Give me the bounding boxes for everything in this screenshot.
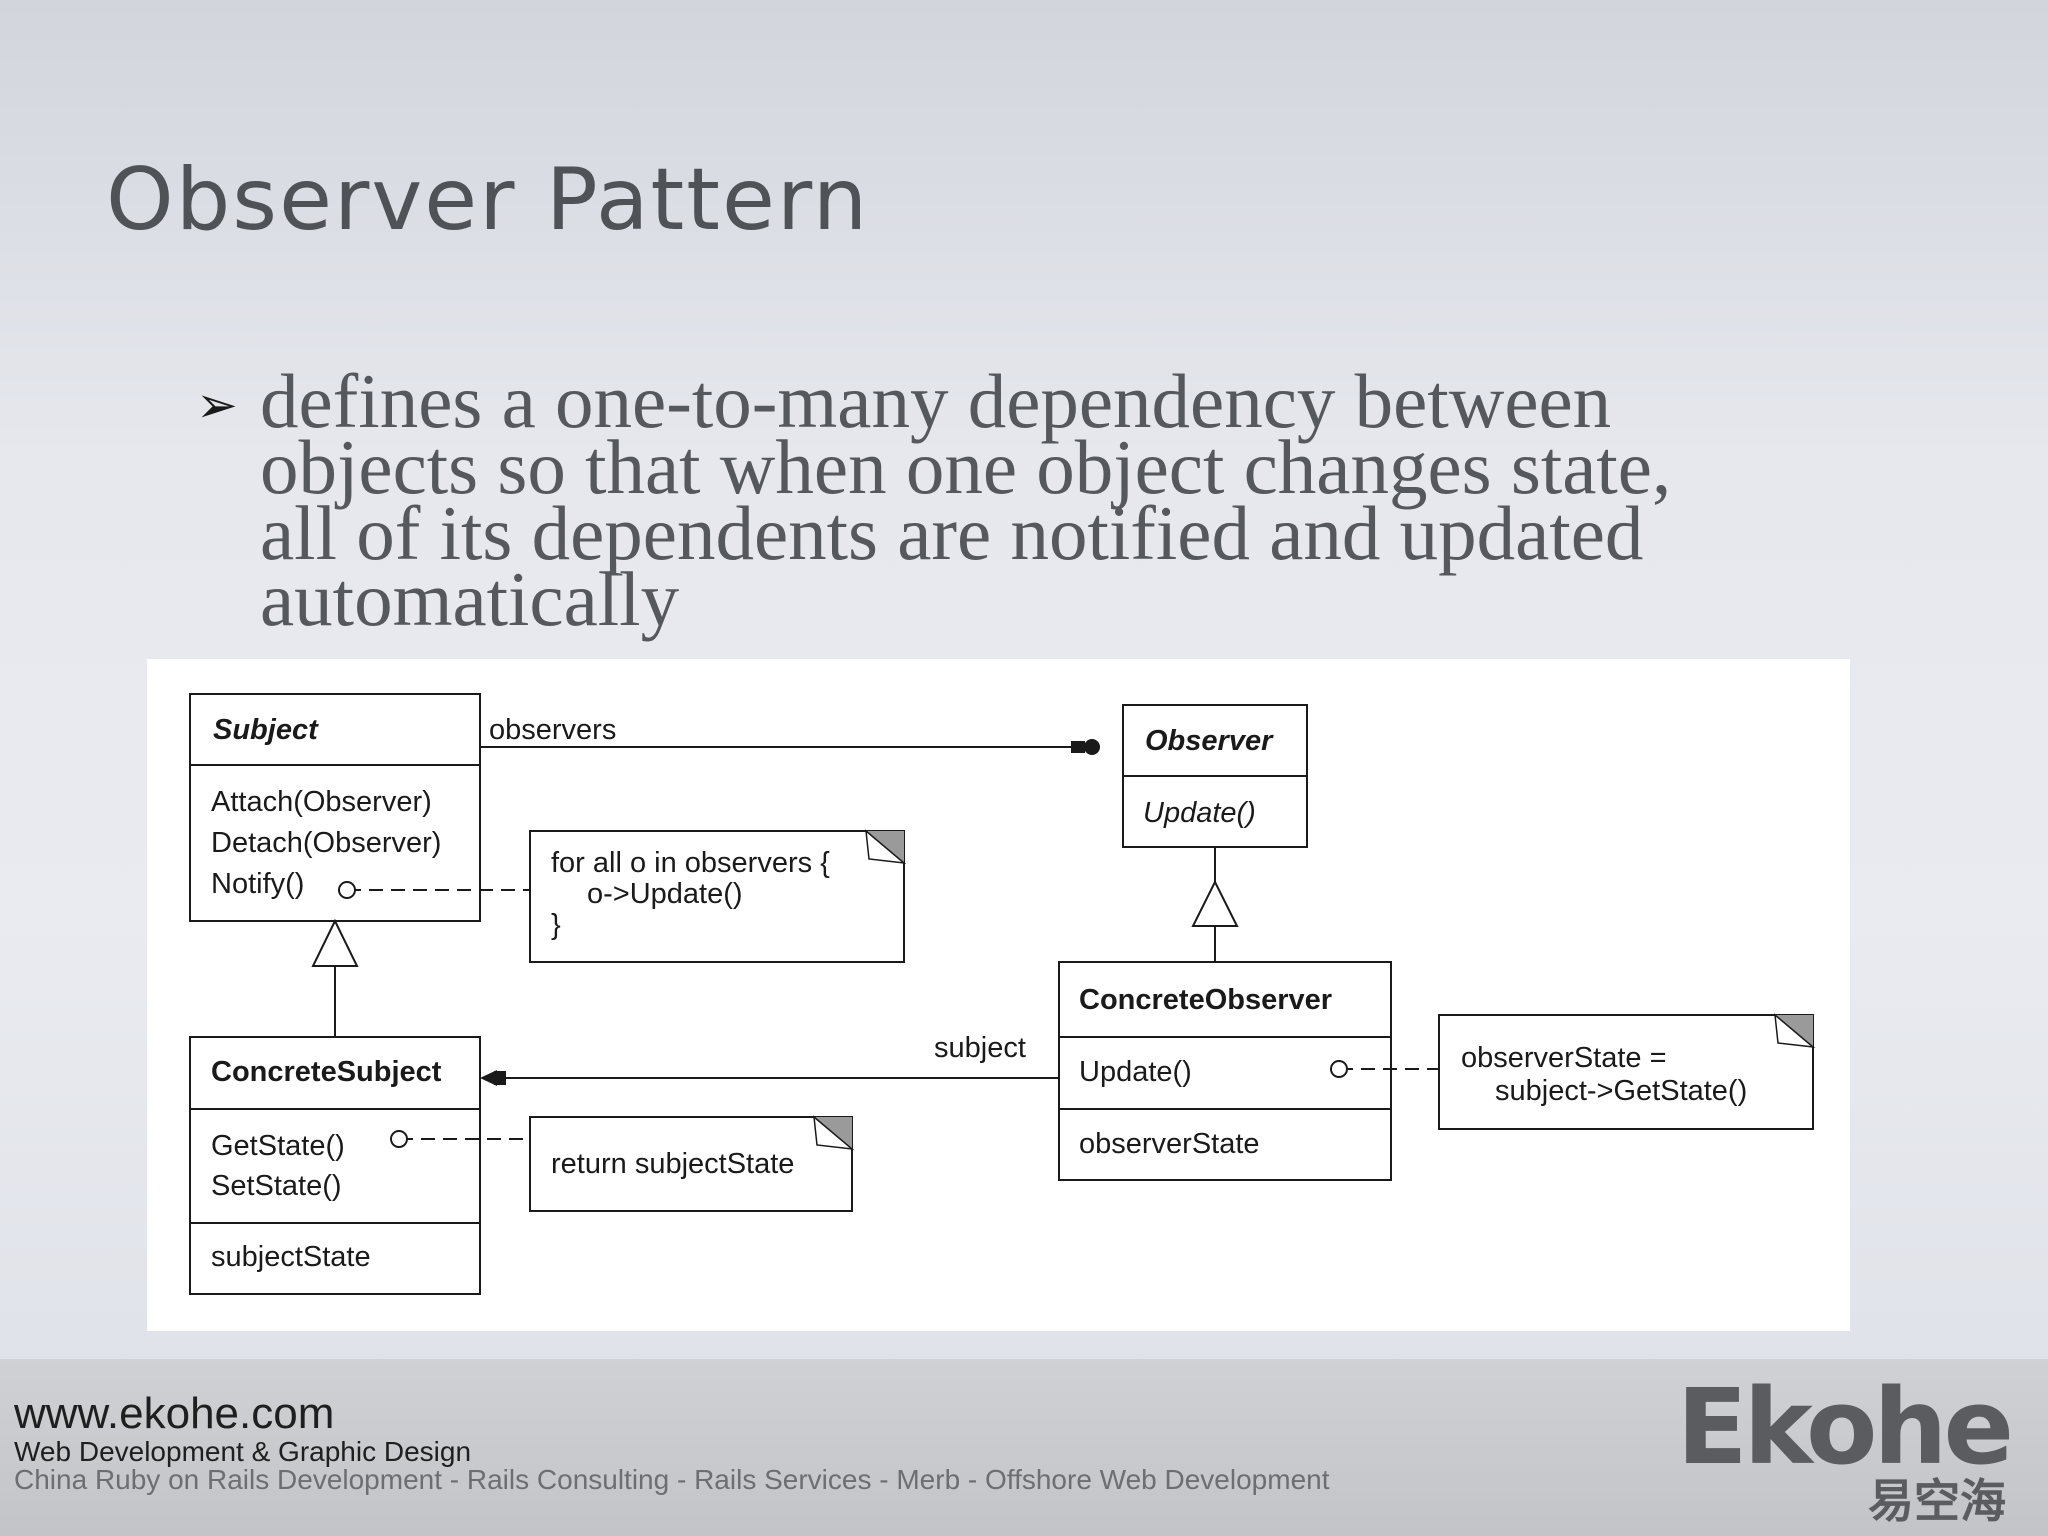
subject-op-detach: Detach(Observer) xyxy=(211,827,441,859)
concrete-subject-op-getstate: GetState() xyxy=(211,1130,345,1162)
footer-services: China Ruby on Rails Development - Rails … xyxy=(14,1464,1330,1495)
note-notify: for all o in observers { o->Update() } xyxy=(338,829,907,963)
note-notify-line1: for all o in observers { xyxy=(551,847,830,879)
concrete-subject-state: subjectState xyxy=(211,1241,371,1273)
note-notify-line3: } xyxy=(551,909,561,941)
concrete-subject-class-name: ConcreteSubject xyxy=(211,1056,442,1088)
note-getstate: return subjectState xyxy=(390,1115,855,1212)
role-subject: subject xyxy=(934,1032,1026,1064)
note-notify-line2: o->Update() xyxy=(587,878,743,910)
uml-diagram-canvas: Subject Attach(Observer) Detach(Observer… xyxy=(189,693,1816,1295)
role-observers: observers xyxy=(489,714,616,746)
note-getstate-text: return subjectState xyxy=(551,1148,794,1180)
observer-class: Observer Update() xyxy=(1122,704,1308,848)
footer-band xyxy=(0,1359,2048,1536)
ekohe-logo: Ekohe 易空海 xyxy=(1677,1372,2030,1526)
footer-url: www.ekohe.com xyxy=(14,1389,335,1438)
generalization-subject xyxy=(311,918,359,1037)
subject-association: subject xyxy=(480,1032,1059,1086)
subject-op-notify: Notify() xyxy=(211,868,304,900)
slide-title: Observer Pattern xyxy=(106,150,870,250)
subject-class-name: Subject xyxy=(213,714,319,746)
concrete-observer-class-name: ConcreteObserver xyxy=(1079,984,1332,1016)
note-update-line2: subject->GetState() xyxy=(1495,1075,1747,1107)
concrete-observer-state: observerState xyxy=(1079,1128,1260,1160)
uml-diagram: Subject Attach(Observer) Detach(Observer… xyxy=(147,659,1850,1331)
subject-op-attach: Attach(Observer) xyxy=(211,786,432,818)
subject-class: Subject Attach(Observer) Detach(Observer… xyxy=(189,693,481,922)
concrete-observer-op-update: Update() xyxy=(1079,1056,1192,1088)
brand-chinese: 易空海 xyxy=(1868,1474,2006,1528)
bullet-text: defines a one-to-many dependency between… xyxy=(260,358,1672,642)
observer-class-name: Observer xyxy=(1145,725,1274,757)
concrete-subject-class: ConcreteSubject GetState() SetState() su… xyxy=(189,1036,481,1295)
footer-tagline: Web Development & Graphic Design xyxy=(14,1436,472,1467)
observers-association: observers xyxy=(480,714,1100,755)
bullet-arrow-icon: ➢ xyxy=(196,376,238,434)
note-update: observerState = subject->GetState() xyxy=(1330,1013,1816,1130)
note-update-line1: observerState = xyxy=(1461,1042,1667,1074)
brand-name: Ekohe xyxy=(1676,1366,2014,1488)
generalization-observer xyxy=(1191,847,1239,962)
observer-op-update: Update() xyxy=(1143,797,1256,829)
concrete-subject-op-setstate: SetState() xyxy=(211,1170,342,1202)
